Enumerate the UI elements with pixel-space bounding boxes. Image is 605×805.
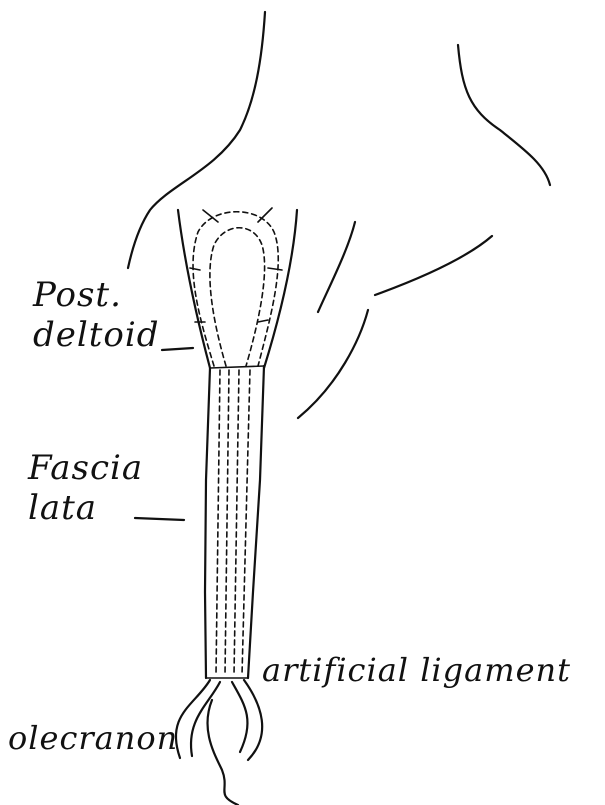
ligament-right-inner	[232, 682, 248, 752]
fascia-loop-outer	[193, 212, 278, 366]
artificial-ligament-label: artificial ligament	[262, 650, 571, 690]
ligament-left-outer	[176, 680, 210, 758]
fascia-strip-right	[248, 366, 264, 678]
olecranon-outline	[207, 700, 238, 805]
fascia-strip-dash-4	[242, 370, 250, 675]
fascia-strip-dash-3	[234, 370, 239, 675]
fascia-strip-dash-1	[216, 370, 220, 675]
torso-outline	[318, 222, 355, 312]
post-deltoid-line2: deltoid	[33, 315, 160, 355]
shoulder-outline-left	[128, 12, 265, 268]
shoulder-outline-right	[458, 45, 550, 185]
fascia-strip-left	[205, 368, 210, 678]
post-deltoid-label: Post. deltoid	[33, 275, 160, 355]
fascia-lata-line1: Fascia	[28, 448, 143, 488]
back-outline	[298, 310, 368, 418]
fascia-lata-label: Fascia lata	[28, 448, 143, 528]
deltoid-outer-right	[264, 210, 297, 368]
olecranon-label: olecranon	[8, 718, 178, 758]
fascia-lata-line2: lata	[28, 488, 143, 528]
deltoid-outer-left	[178, 210, 210, 368]
chest-outline	[375, 236, 492, 295]
fascia-strip-dash-2	[225, 370, 229, 675]
ligament-left-inner	[191, 682, 220, 756]
post-deltoid-line1: Post.	[33, 275, 160, 315]
fascia-loop-inner	[210, 228, 265, 366]
deltoid-base-line	[210, 366, 264, 368]
post-deltoid-leader	[162, 348, 193, 350]
